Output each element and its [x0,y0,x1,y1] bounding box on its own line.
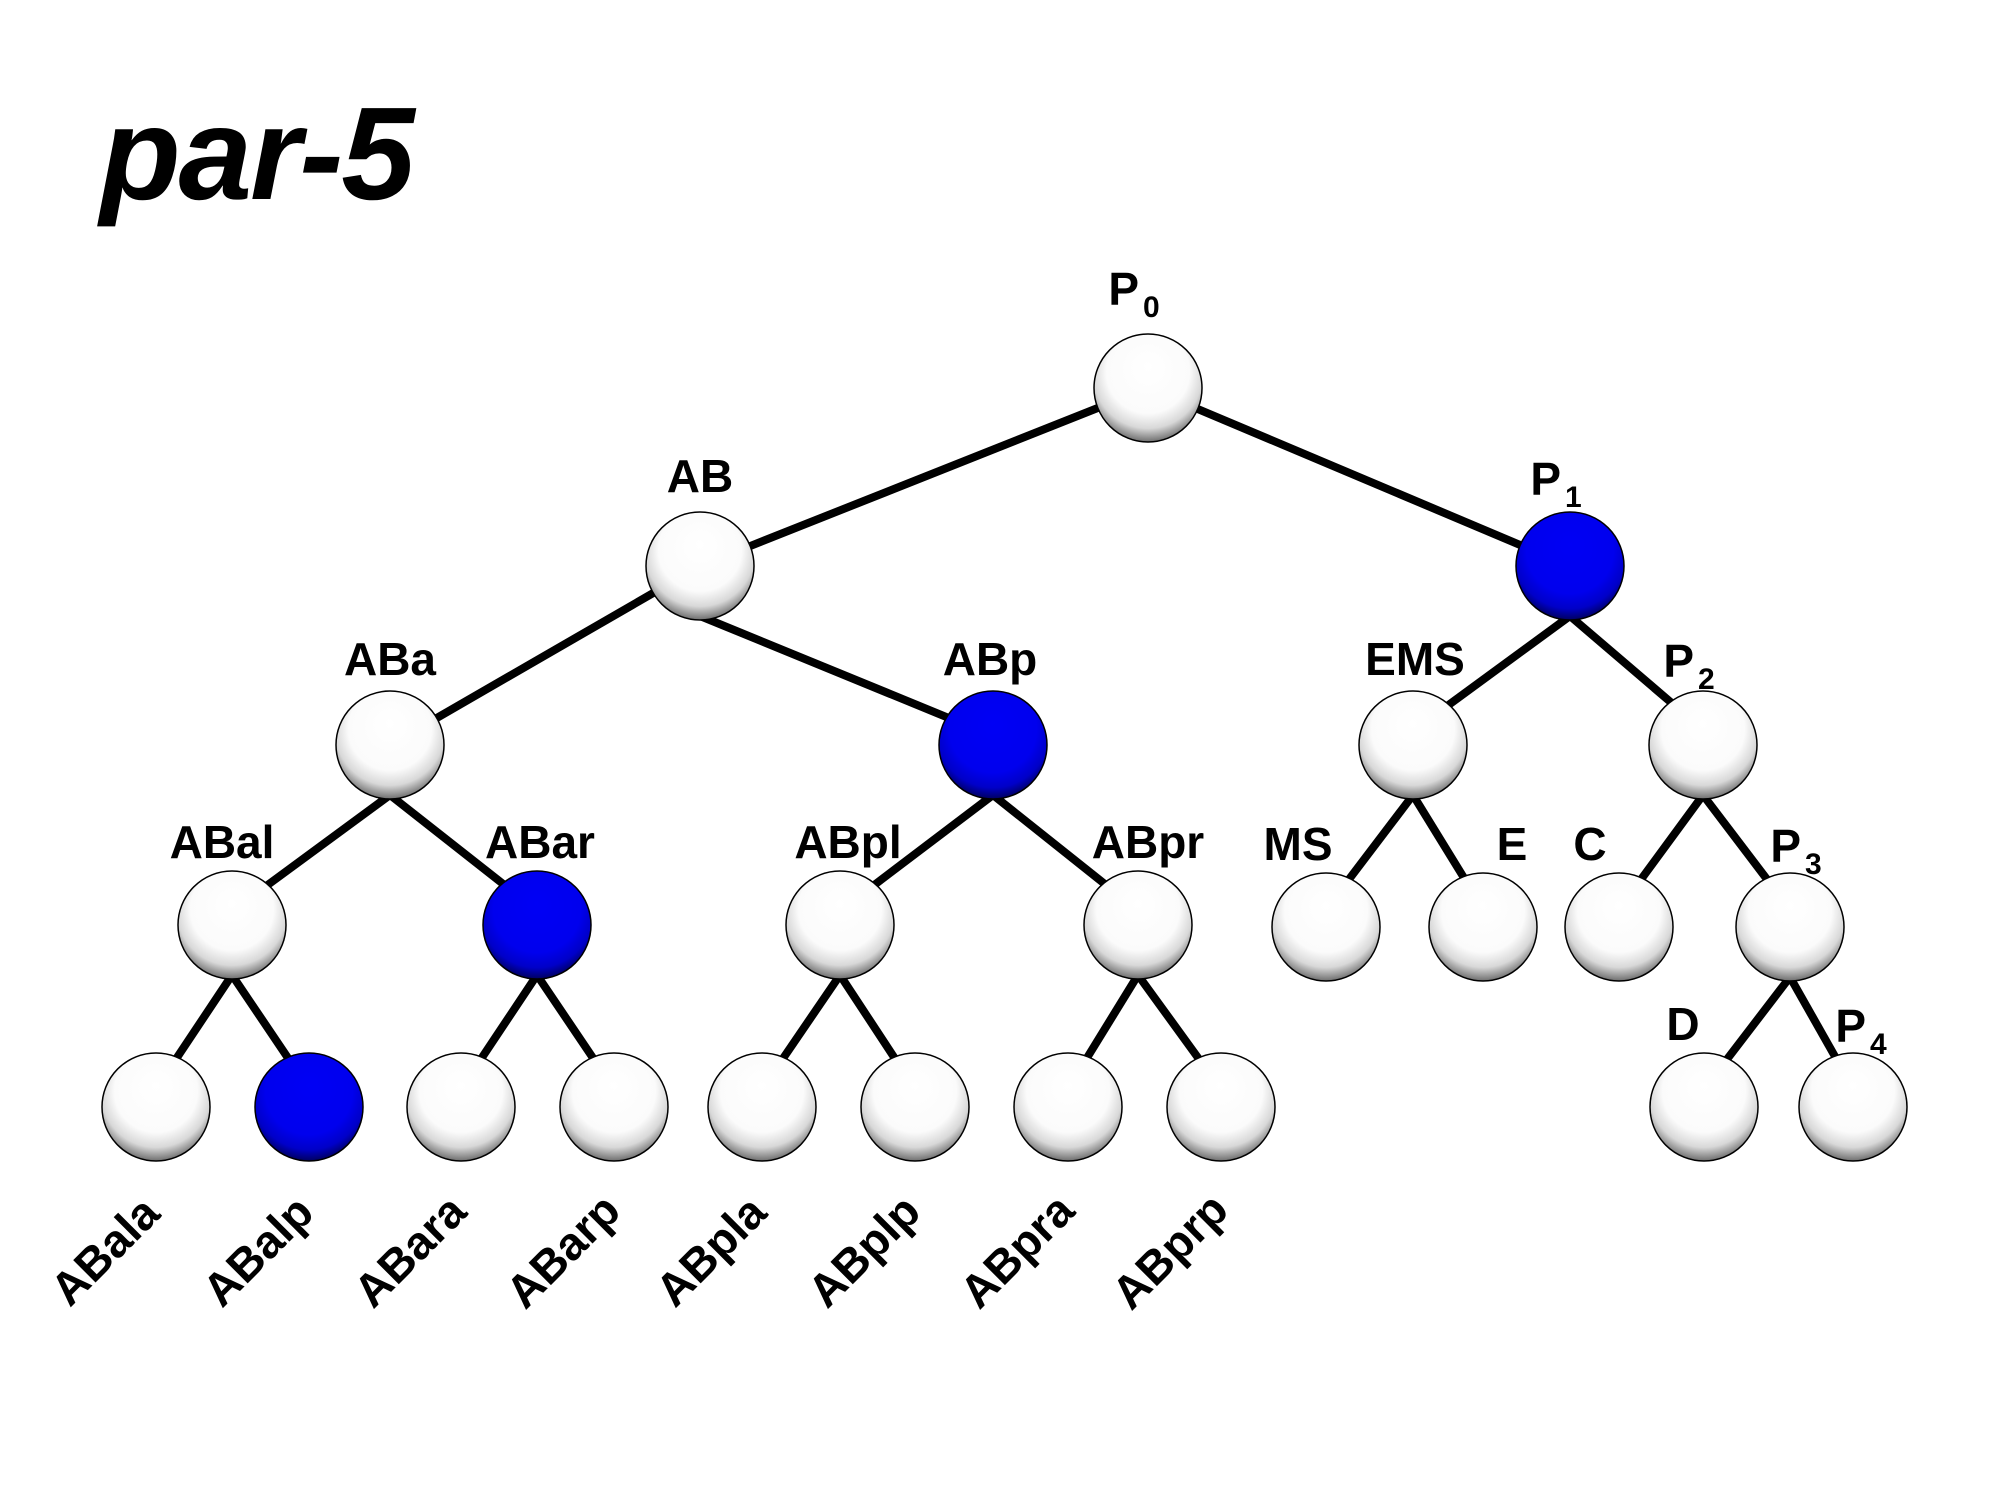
cell-node-ABalp [254,1052,364,1162]
cell-node-P3 [1735,872,1845,982]
cell-node-P4 [1798,1052,1908,1162]
cell-node-MS [1271,872,1381,982]
cell-node-ABar [482,870,592,980]
cell-label-EMS: EMS [1365,633,1465,685]
cell-node-ABpr [1083,870,1193,980]
cell-node-ABarp [559,1052,669,1162]
cell-node-ABprp [1166,1052,1276,1162]
edge-AB-ABp [698,612,951,722]
cell-label-E: E [1497,818,1528,870]
cell-node-D [1649,1052,1759,1162]
cell-node-ABara [406,1052,516,1162]
cell-node-ABpra [1013,1052,1123,1162]
edge-P2-C [1637,792,1707,883]
cell-node-E [1428,872,1538,982]
cell-node-ABpla [707,1052,817,1162]
edge-ABpr-ABprp [1134,972,1203,1063]
edge-ABal-ABalp [228,972,293,1062]
cell-node-ABala [101,1052,211,1162]
cell-node-P2 [1648,690,1758,800]
edge-EMS-MS [1345,792,1417,883]
edge-P0-AB [746,402,1105,551]
edge-P3-P4 [1786,975,1840,1060]
edge-ABp-ABpr [990,791,1108,888]
edge-ABpl-ABplp [836,972,899,1062]
edge-EMS-E [1409,792,1468,881]
cell-node-P1 [1515,511,1625,621]
cell-label-ABal: ABal [170,816,275,868]
cell-label-ABala: ABala [40,1186,169,1315]
cell-label-MS: MS [1264,818,1333,870]
cell-node-ABpl [785,870,895,980]
cell-node-EMS [1358,690,1468,800]
edge-ABar-ABarp [533,972,598,1062]
cell-node-ABa [335,690,445,800]
cell-node-AB [645,511,755,621]
edge-P1-EMS [1444,612,1573,710]
edge-ABa-ABal [263,791,393,890]
edge-ABpr-ABpra [1083,972,1142,1061]
edge-ABal-ABala [172,972,236,1062]
edge-ABar-ABara [477,972,541,1062]
edge-ABpl-ABpla [779,972,844,1062]
cell-label-C: C [1573,818,1606,870]
cell-node-ABal [177,870,287,980]
cell-node-ABplp [860,1052,970,1162]
nodes-layer [101,333,1908,1162]
cell-label-ABpra: ABpra [950,1183,1085,1318]
cell-label-AB: AB [667,450,733,502]
cell-label-ABarp: ABarp [496,1184,630,1318]
cell-label-ABar: ABar [485,816,595,868]
edge-P3-D [1723,974,1794,1063]
cell-label-ABpr: ABpr [1092,816,1205,868]
edge-AB-ABa [433,586,661,723]
cell-label-D: D [1666,998,1699,1050]
diagram-title: par-5 [100,80,415,227]
cell-label-ABpla: ABpla [645,1185,776,1316]
cell-node-P0 [1093,333,1203,443]
cell-node-C [1564,872,1674,982]
cell-label-ABalp: ABalp [192,1185,323,1316]
edges-layer [172,402,1840,1063]
cell-label-ABp: ABp [943,633,1038,685]
cell-node-ABp [938,690,1048,800]
cell-label-ABplp: ABplp [797,1184,930,1317]
edge-P2-P3 [1699,792,1771,883]
edge-ABa-ABar [387,791,507,888]
edge-P0-P1 [1190,402,1524,550]
edge-P1-P2 [1567,612,1675,707]
cell-label-ABprp: ABprp [1102,1183,1238,1319]
edge-ABp-ABpl [871,791,996,889]
cell-label-ABa: ABa [344,633,436,685]
cell-label-ABara: ABara [343,1184,476,1317]
cell-label-ABpl: ABpl [794,816,901,868]
